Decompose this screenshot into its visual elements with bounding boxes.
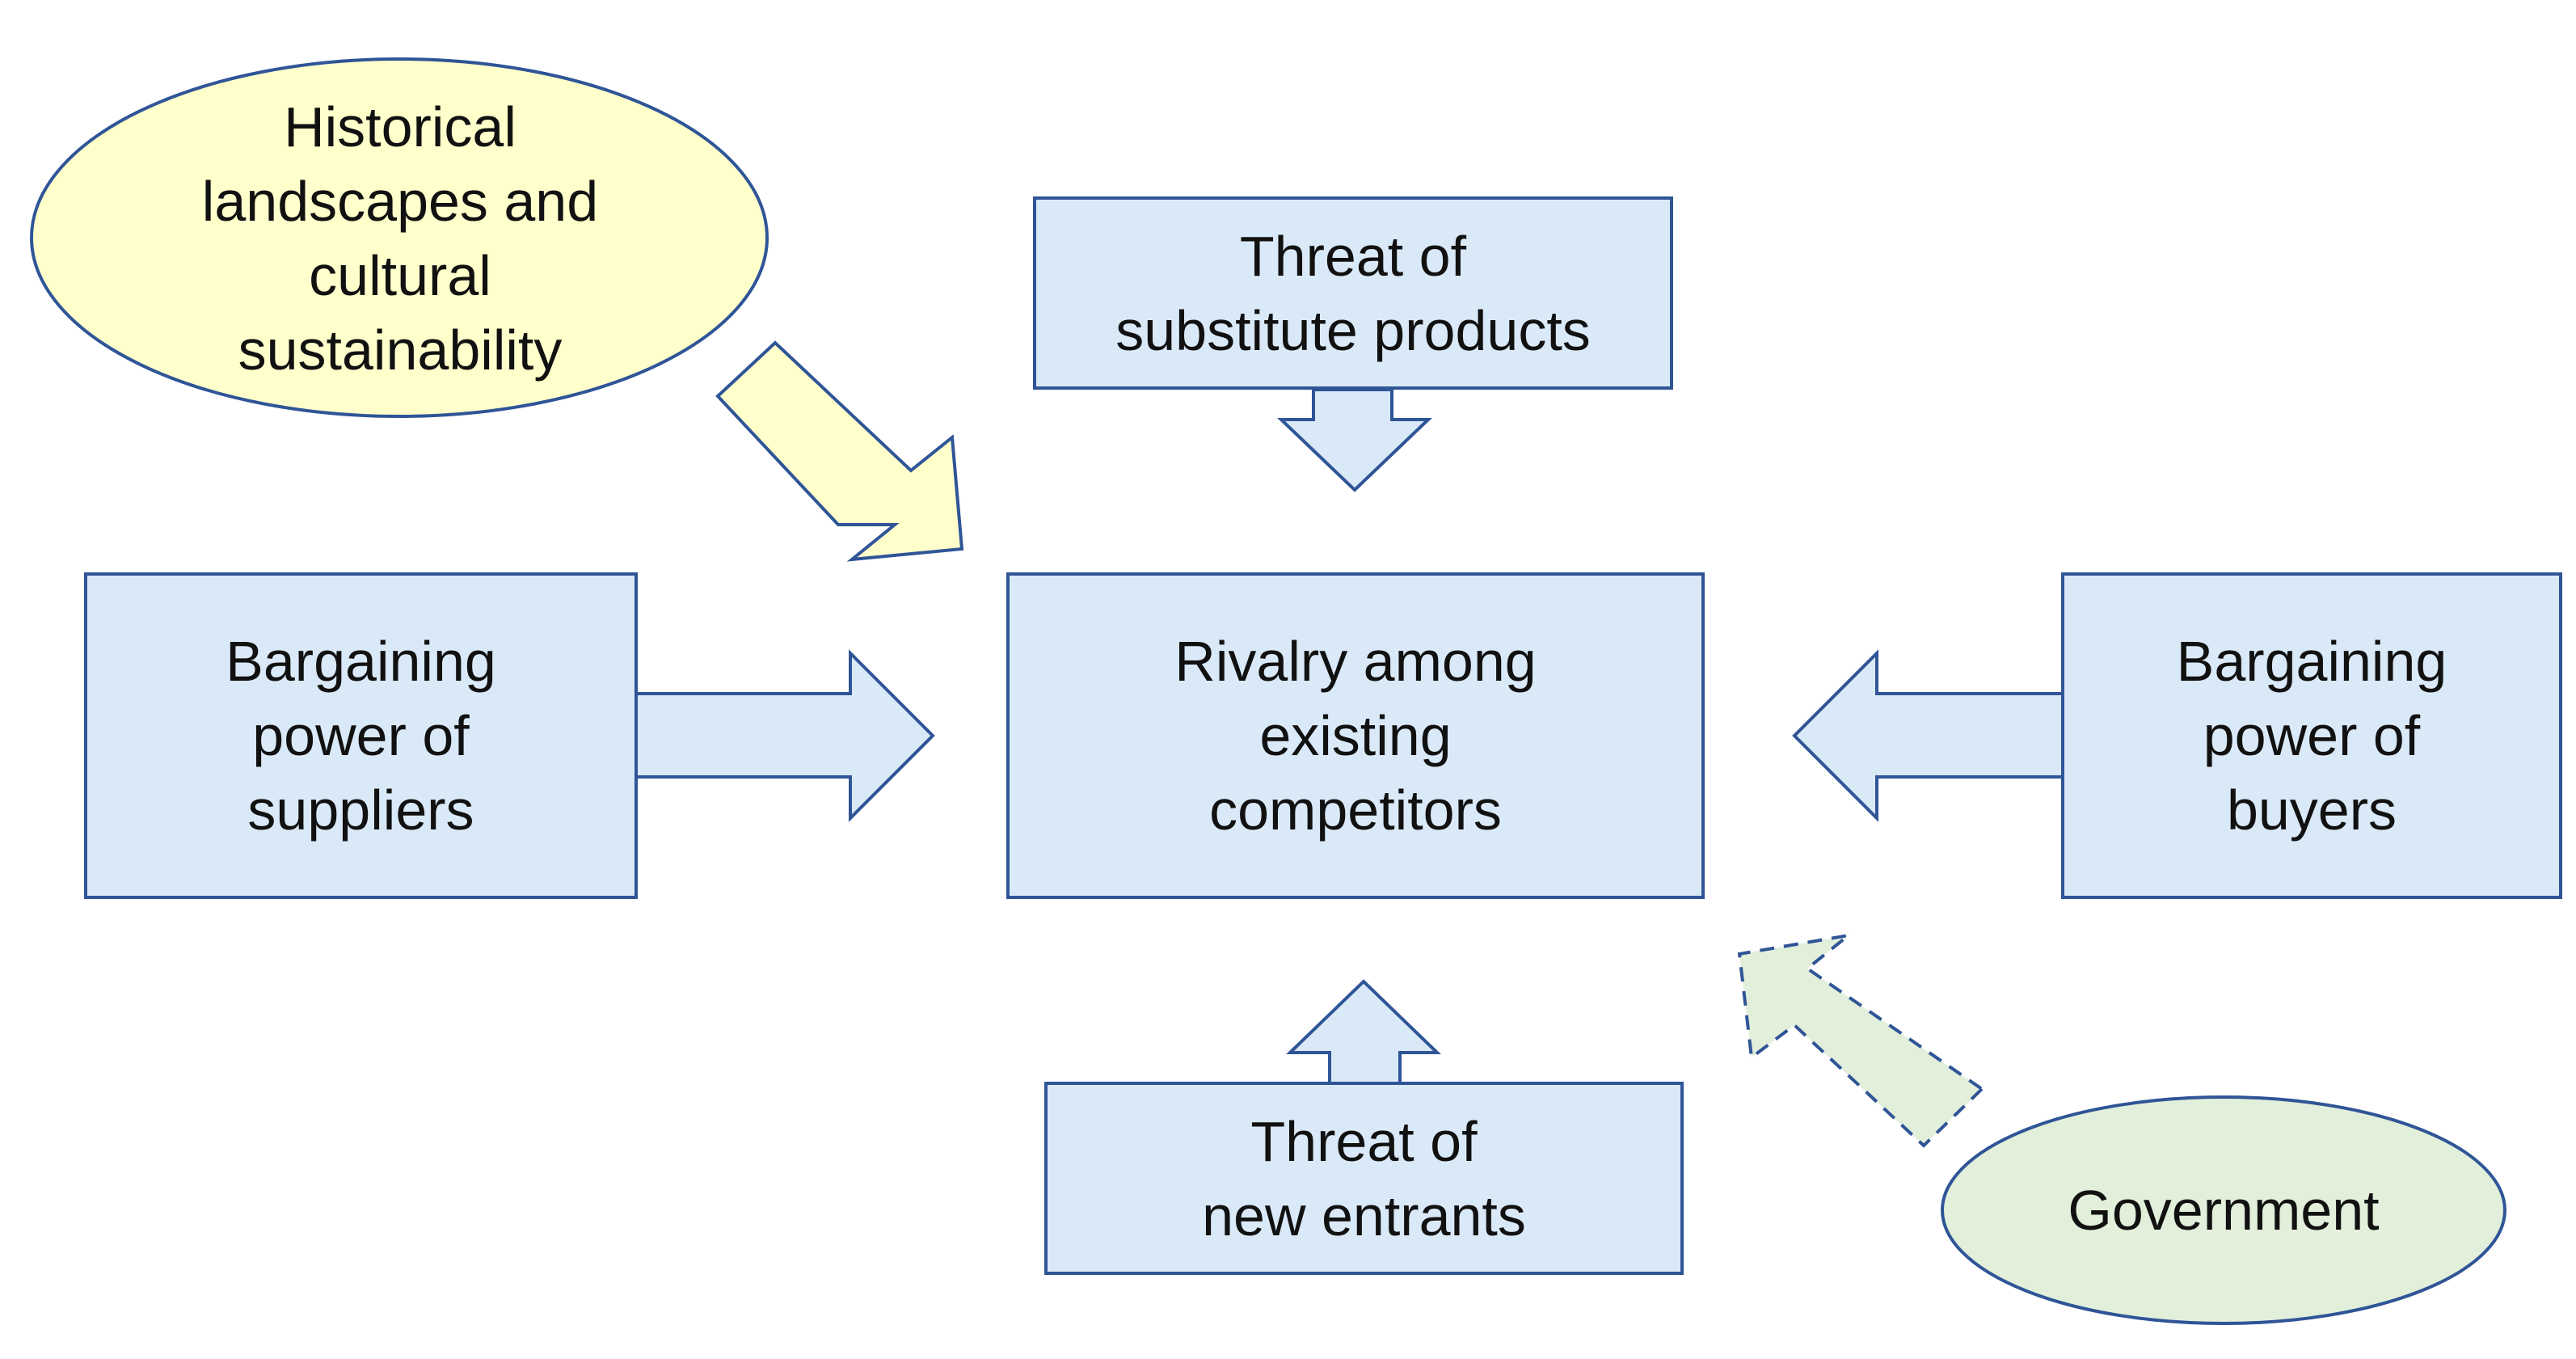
government-ellipse <box>1941 1095 2506 1325</box>
buyers-arrow-left <box>1792 649 2064 822</box>
buyers-box <box>2061 572 2562 899</box>
historical-influence-arrow <box>715 340 964 562</box>
historical-landscapes-ellipse <box>30 57 769 418</box>
new-entrants-arrow-up <box>1286 979 1441 1085</box>
substitutes-arrow-down <box>1277 388 1432 492</box>
suppliers-arrow-right <box>635 649 935 822</box>
rivalry-box <box>1006 572 1705 899</box>
new-entrants-box <box>1044 1082 1684 1275</box>
suppliers-box <box>84 572 638 899</box>
government-influence-arrow <box>1737 932 1985 1148</box>
substitute-products-box <box>1033 196 1673 390</box>
